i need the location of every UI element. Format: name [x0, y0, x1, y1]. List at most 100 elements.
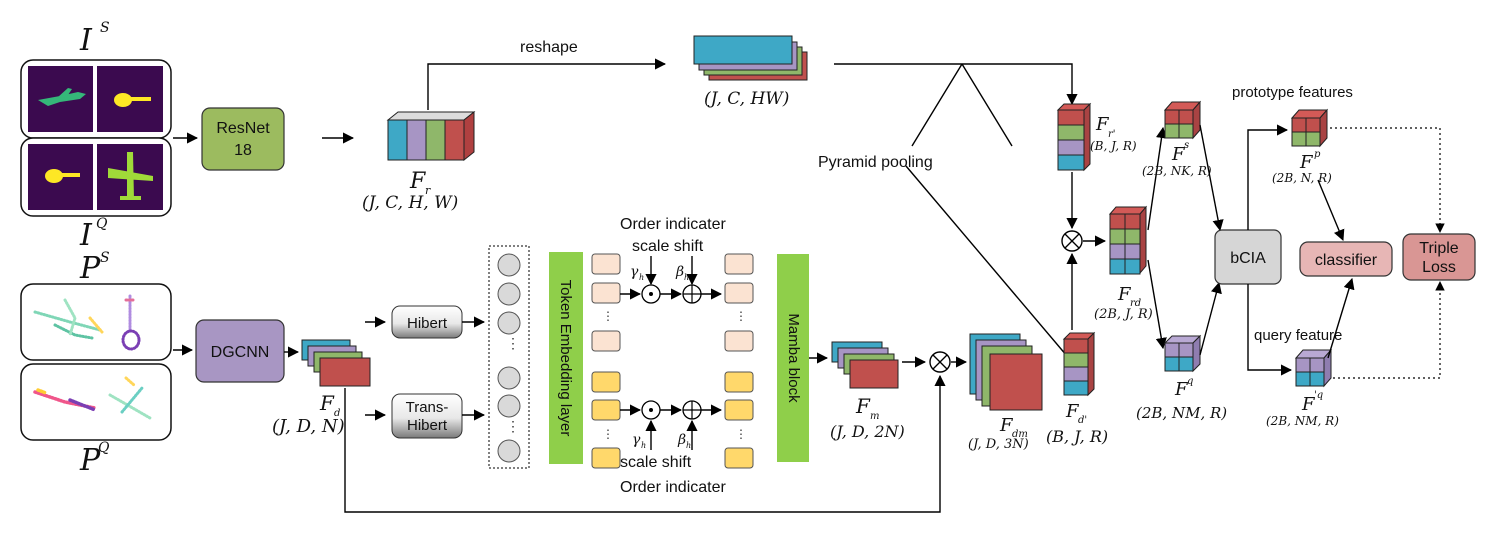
feature-fd-stack — [301, 339, 371, 387]
svg-text:(2B, J, R): (2B, J, R) — [1094, 307, 1153, 322]
order-indicater-bottom-label: Order indicater — [620, 479, 726, 496]
svg-text:r': r' — [1108, 129, 1116, 140]
svg-text:F: F — [1301, 394, 1316, 415]
svg-text:F: F — [1117, 284, 1132, 305]
svg-text:h: h — [639, 273, 644, 282]
svg-text:F: F — [999, 415, 1014, 436]
svg-text:(J, C, H, W): (J, C, H, W) — [362, 193, 458, 213]
svg-text:⋮: ⋮ — [735, 427, 747, 441]
feature-fq-prime-label: F 'q (2B, NM, R) — [1266, 390, 1339, 428]
token-sequence-column: ⋮ ⋮ — [488, 245, 530, 469]
feature-fr-label: F r (J, C, H, W) — [362, 169, 458, 213]
scale-shift-bottom-label: scale shift — [620, 454, 692, 471]
support-image-label: I S — [79, 20, 110, 58]
feature-fm-stack — [831, 341, 899, 389]
svg-text:⋮: ⋮ — [602, 427, 614, 441]
svg-text:Q: Q — [96, 216, 108, 232]
gamma-top: γ h — [630, 264, 644, 282]
trans-hibert-block: Trans- Hibert — [391, 393, 463, 439]
svg-text:r: r — [425, 184, 431, 197]
svg-text:I: I — [79, 23, 93, 58]
svg-text:classifier: classifier — [1315, 252, 1378, 269]
feature-frd-tensor — [1108, 205, 1148, 275]
support-pointcloud-airplane — [33, 298, 104, 340]
feature-fq-tensor — [1163, 334, 1202, 373]
feature-fs-tensor — [1163, 100, 1202, 140]
svg-text:Q: Q — [98, 440, 110, 456]
svg-text:(2B, NM, R): (2B, NM, R) — [1266, 414, 1339, 428]
svg-text:q: q — [1187, 376, 1193, 387]
feature-fd-prime-label: F d' (B, J, R) — [1046, 401, 1108, 446]
feature-fr-prime-column — [1056, 102, 1092, 172]
svg-text:⋮: ⋮ — [602, 309, 614, 323]
svg-text:Triple: Triple — [1419, 240, 1459, 257]
feature-fq-prime-tensor — [1294, 348, 1333, 388]
feature-fr-prime-label: F r' (B, J, R) — [1090, 114, 1137, 153]
svg-text:P: P — [79, 443, 101, 478]
svg-text:I: I — [79, 218, 93, 253]
svg-text:F: F — [319, 391, 335, 415]
svg-text:d: d — [334, 408, 340, 419]
token-embedding-layer: Token Embedding layer — [549, 252, 583, 464]
svg-text:S: S — [100, 20, 110, 36]
reshaped-feature-stack — [693, 35, 808, 81]
image-set-panel — [20, 59, 172, 217]
svg-text:(B, J, R): (B, J, R) — [1090, 139, 1137, 153]
svg-text:Loss: Loss — [1422, 259, 1456, 276]
query-pointcloud-guitar — [33, 388, 97, 412]
feature-fd-prime-column — [1062, 331, 1096, 397]
resnet18-block: ResNet 18 — [201, 107, 285, 171]
feature-fdm-label: F dm (J, D, 3N) — [968, 415, 1029, 452]
svg-text:h: h — [686, 441, 691, 450]
feature-fq-label: F q (2B, NM, R) — [1136, 376, 1227, 422]
svg-text:(J, D, N): (J, D, N) — [272, 416, 345, 437]
svg-text:F: F — [1174, 379, 1189, 400]
svg-text:⋮: ⋮ — [735, 309, 747, 323]
gamma-bottom: γ h — [632, 432, 646, 450]
query-pointcloud-label: P Q — [79, 440, 110, 478]
svg-text:(2B, N, R): (2B, N, R) — [1272, 171, 1332, 185]
feature-fr-tensor — [386, 110, 476, 162]
svg-text:Token Embedding layer: Token Embedding layer — [557, 280, 574, 437]
support-pointcloud-guitar — [121, 294, 141, 351]
embedded-tokens-left: ⋮ ⋮ — [591, 253, 621, 469]
svg-text:dm: dm — [1012, 429, 1028, 440]
svg-text:S: S — [100, 250, 110, 266]
oplus-top — [682, 284, 702, 304]
fusion-otimes-lower — [929, 351, 951, 373]
svg-text:rd: rd — [1130, 298, 1141, 309]
feature-fp-label: F p (2B, N, R) — [1272, 149, 1332, 185]
feature-fs-label: F s (2B, NK, R) — [1142, 140, 1212, 178]
svg-text:ResNet: ResNet — [216, 120, 270, 137]
svg-text:d': d' — [1078, 415, 1087, 426]
svg-text:DGCNN: DGCNN — [211, 344, 270, 361]
svg-text:(2B, NM, R): (2B, NM, R) — [1136, 404, 1227, 422]
svg-text:'q: 'q — [1314, 390, 1323, 401]
svg-text:β: β — [675, 264, 684, 280]
scale-shift-top-label: scale shift — [632, 238, 704, 255]
oplus-bottom — [682, 400, 702, 420]
support-pointcloud-label: P S — [79, 250, 110, 286]
svg-text:Hibert: Hibert — [407, 417, 448, 434]
svg-text:(J, D, 2N): (J, D, 2N) — [830, 422, 905, 441]
svg-text:F: F — [1065, 401, 1080, 422]
svg-text:F: F — [409, 169, 426, 194]
feature-fp-tensor — [1290, 108, 1329, 148]
svg-text:P: P — [79, 251, 101, 286]
triple-loss-block: Triple Loss — [1402, 233, 1476, 281]
order-indicater-top-label: Order indicater — [620, 216, 726, 233]
fusion-otimes-upper — [1061, 230, 1083, 252]
svg-text:Mamba block: Mamba block — [785, 313, 802, 403]
hibert-block: Hibert — [391, 305, 463, 339]
prototype-features-label: prototype features — [1232, 84, 1353, 101]
reshaped-shape-label: (J, C, HW) — [704, 89, 789, 109]
svg-text:Hibert: Hibert — [407, 315, 448, 332]
query-pointcloud-airplane — [108, 376, 152, 420]
svg-text:h: h — [684, 273, 689, 282]
query-feature-label: query feature — [1254, 327, 1342, 344]
bcia-block: bCIA — [1214, 229, 1282, 285]
query-image-label: I Q — [79, 216, 108, 253]
pyramid-pooling-label: Pyramid pooling — [818, 154, 933, 171]
feature-frd-label: F rd (2B, J, R) — [1094, 284, 1153, 322]
